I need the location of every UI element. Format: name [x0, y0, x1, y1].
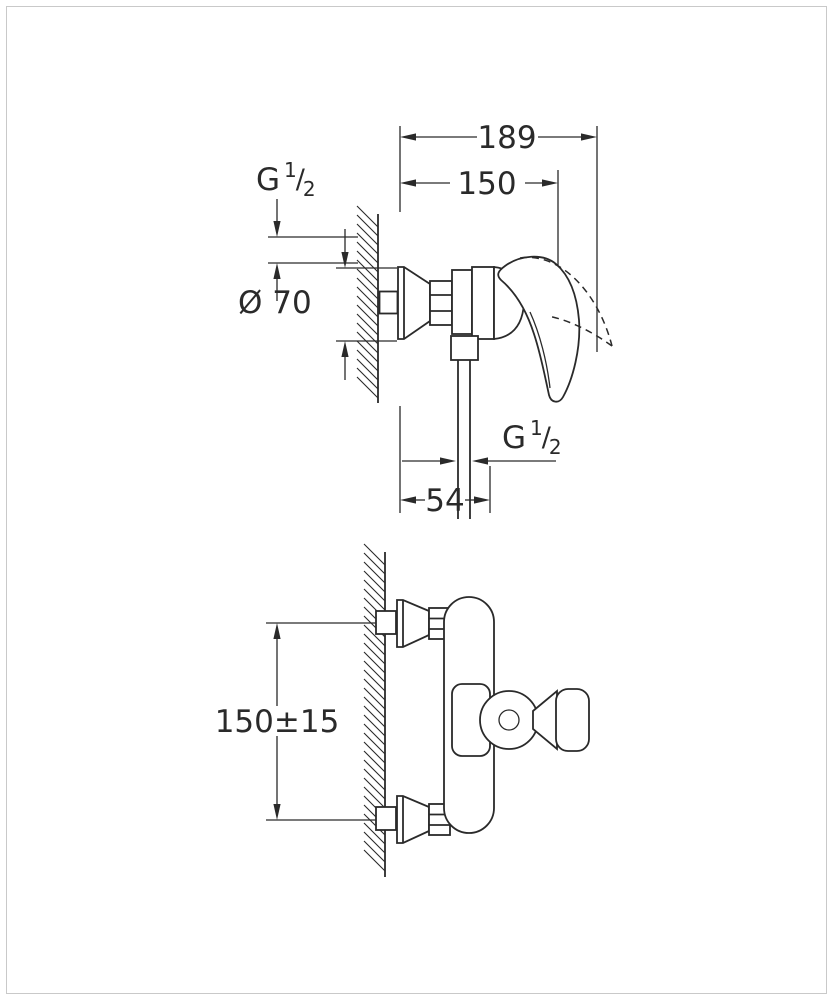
- dim-189-label: 189: [477, 120, 536, 156]
- arrowhead-icon: [400, 179, 416, 187]
- arrowhead-icon: [542, 179, 558, 187]
- handle-swing-dashed: [547, 315, 613, 347]
- outlet-union: [450, 335, 479, 361]
- escutcheon-side: [397, 266, 431, 340]
- arrowhead-icon: [273, 623, 281, 639]
- wall-hatch-front: [363, 543, 386, 872]
- arrowhead-icon: [273, 263, 281, 279]
- dim-center-distance: 150±15: [215, 623, 340, 820]
- handle-hub: [479, 690, 539, 750]
- dim-150: 150: [400, 166, 558, 202]
- arrowhead-icon: [474, 496, 490, 504]
- wall-hatch-side: [356, 205, 379, 399]
- arrowhead-icon: [341, 252, 349, 268]
- mixer-handle-side: [497, 255, 581, 403]
- wall-section-side: [356, 205, 379, 403]
- extension-lines-front: [266, 622, 376, 821]
- wall-union-square: [378, 290, 399, 315]
- dim-escutcheon-diameter: Ø 70: [238, 229, 349, 380]
- arrowhead-icon: [341, 341, 349, 357]
- escutcheon-diameter-label: Ø 70: [238, 285, 312, 321]
- union-nut-side: [429, 280, 453, 326]
- arrowhead-icon: [273, 221, 281, 237]
- page-border: [6, 6, 827, 994]
- arrowhead-icon: [472, 457, 488, 465]
- body-cylinder: [451, 269, 473, 335]
- escutcheon-top: [396, 599, 430, 648]
- extension-lines-side: [268, 126, 598, 513]
- wall-union-square-bottom: [375, 806, 397, 831]
- dim-189: 189: [400, 120, 597, 156]
- dim-150-label: 150: [457, 166, 516, 202]
- front-view: 150±15: [215, 543, 590, 877]
- arrowhead-icon: [273, 804, 281, 820]
- handle-detail-line: [529, 311, 551, 389]
- dim-54-label: 54: [425, 483, 464, 519]
- escutcheon-bottom: [396, 795, 430, 844]
- center-distance-label: 150±15: [215, 704, 340, 740]
- dim-54: 54: [400, 483, 490, 519]
- wall-union-square-top: [375, 610, 397, 635]
- body-housing: [471, 266, 495, 340]
- handle-swing-dashed: [519, 256, 613, 347]
- handle-stem-front: [532, 689, 558, 751]
- handle-hub-center: [498, 709, 520, 731]
- arrowhead-icon: [400, 496, 416, 504]
- arrowhead-icon: [581, 133, 597, 141]
- arrowhead-icon: [400, 133, 416, 141]
- handle-grip-front: [555, 688, 590, 752]
- arrowhead-icon: [440, 457, 456, 465]
- shower-mixer-side: [378, 255, 613, 519]
- shower-mixer-front: [375, 596, 590, 844]
